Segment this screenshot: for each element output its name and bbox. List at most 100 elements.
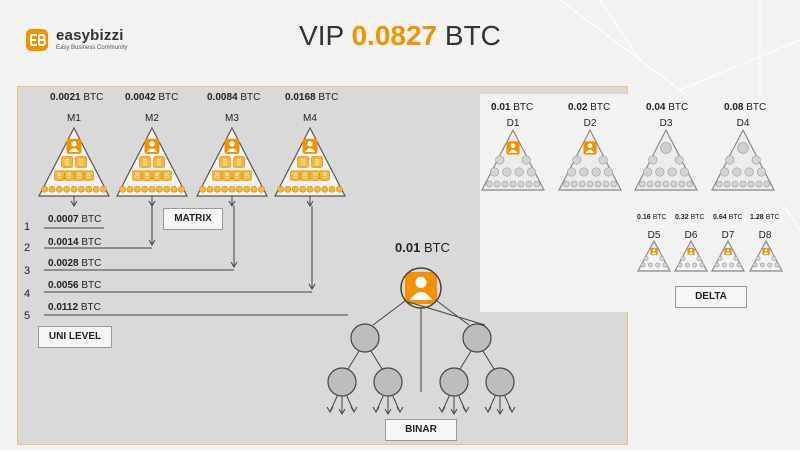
- placeholder-node: [715, 180, 723, 188]
- arrow-head: [306, 200, 314, 207]
- placeholder-node: [643, 255, 649, 261]
- arrow-head: [326, 406, 334, 413]
- placeholder-node: [684, 262, 690, 268]
- delta-price-d5: 0.16 BTC: [637, 214, 667, 221]
- coin-icon: [290, 170, 301, 181]
- binar-root-person-icon: [405, 272, 437, 304]
- placeholder-node: [686, 180, 694, 188]
- person-icon: [687, 247, 695, 256]
- delta-price-d7: 0.64 BTC: [713, 214, 743, 221]
- placeholder-node: [578, 180, 586, 188]
- placeholder-node: [495, 155, 505, 165]
- pyramid-outline: [637, 239, 671, 272]
- binar-node: [350, 323, 380, 353]
- binar-edge: [459, 350, 472, 370]
- binar-edge: [347, 350, 360, 370]
- coin-icon: [233, 156, 245, 168]
- placeholder-node: [729, 262, 735, 268]
- placeholder-node: [699, 262, 705, 268]
- matrix-pyramid-m2: [116, 126, 188, 207]
- pyramid-outline: [711, 239, 745, 272]
- matrix-price-m2: 0.0042 BTC: [125, 92, 179, 103]
- unilevel-row-number: 4: [24, 288, 31, 300]
- delta-price-d1: 0.01 BTC: [491, 102, 534, 113]
- coin-icon: [41, 185, 48, 193]
- placeholder-node: [533, 180, 541, 188]
- placeholder-node: [502, 167, 512, 177]
- delta-pyramid-d5: [637, 239, 671, 272]
- binar-edge: [404, 300, 486, 326]
- person-icon: [506, 141, 520, 155]
- placeholder-node: [717, 255, 723, 261]
- placeholder-node: [643, 167, 653, 177]
- placeholder-node: [591, 167, 601, 177]
- arrow-head: [450, 408, 458, 415]
- delta-name-d8: D8: [758, 230, 772, 241]
- arrow-head: [396, 406, 404, 413]
- placeholder-node: [763, 180, 771, 188]
- placeholder-node: [731, 180, 739, 188]
- delta-price-d6: 0.32 BTC: [675, 214, 705, 221]
- binar-node: [485, 367, 515, 397]
- coin-icon: [206, 185, 214, 193]
- placeholder-node: [679, 167, 689, 177]
- placeholder-node: [725, 155, 735, 165]
- placeholder-node: [509, 180, 517, 188]
- delta-price-d3: 0.04 BTC: [646, 102, 689, 113]
- placeholder-node: [521, 155, 531, 165]
- placeholder-node: [647, 262, 653, 268]
- binar-label: BINAR: [385, 419, 457, 441]
- arrow-head: [148, 239, 156, 246]
- placeholder-node: [771, 255, 777, 261]
- placeholder-node: [525, 180, 533, 188]
- unilevel-label: UNI LEVEL: [38, 326, 112, 348]
- coin-icon: [336, 185, 343, 193]
- placeholder-node: [721, 262, 727, 268]
- placeholder-node: [720, 167, 730, 177]
- placeholder-node: [667, 167, 677, 177]
- placeholder-node: [732, 167, 742, 177]
- placeholder-node: [640, 262, 646, 268]
- placeholder-node: [572, 155, 582, 165]
- coin-icon: [48, 185, 56, 193]
- arrow-head: [308, 283, 316, 290]
- coin-icon: [61, 156, 73, 168]
- placeholder-node: [714, 262, 720, 268]
- placeholder-node: [692, 262, 698, 268]
- unilevel-price-1: 0.0007 BTC: [48, 214, 102, 225]
- placeholder-node: [774, 262, 780, 268]
- coin-icon: [235, 185, 243, 193]
- placeholder-node: [723, 180, 731, 188]
- placeholder-node: [526, 167, 536, 177]
- coin-icon: [100, 185, 107, 193]
- person-icon: [144, 138, 160, 154]
- coin-icon: [85, 185, 93, 193]
- placeholder-node: [755, 180, 763, 188]
- coin-icon: [70, 185, 78, 193]
- delta-price-d2: 0.02 BTC: [568, 102, 611, 113]
- placeholder-node: [586, 180, 594, 188]
- person-icon: [224, 138, 240, 154]
- delta-pyramid-d6: [674, 239, 708, 272]
- coin-icon: [306, 185, 314, 193]
- coin-icon: [148, 185, 156, 193]
- coin-icon: [132, 170, 143, 181]
- pyramid-outline: [274, 126, 346, 197]
- placeholder-node: [490, 167, 500, 177]
- coin-icon: [161, 170, 172, 181]
- person-icon: [583, 141, 597, 155]
- person-icon: [650, 247, 658, 256]
- coin-icon: [199, 185, 206, 193]
- coin-icon: [73, 170, 84, 181]
- delta-pyramid-d4: [711, 128, 775, 191]
- delta-name-d2: D2: [583, 118, 597, 129]
- coin-icon: [328, 185, 336, 193]
- binar-node: [462, 323, 492, 353]
- placeholder-node: [562, 180, 570, 188]
- placeholder-node: [579, 167, 589, 177]
- delta-pyramid-d2: [558, 128, 622, 191]
- placeholder-node: [696, 255, 702, 261]
- placeholder-node: [570, 180, 578, 188]
- binar-price: 0.01 BTC: [395, 240, 450, 255]
